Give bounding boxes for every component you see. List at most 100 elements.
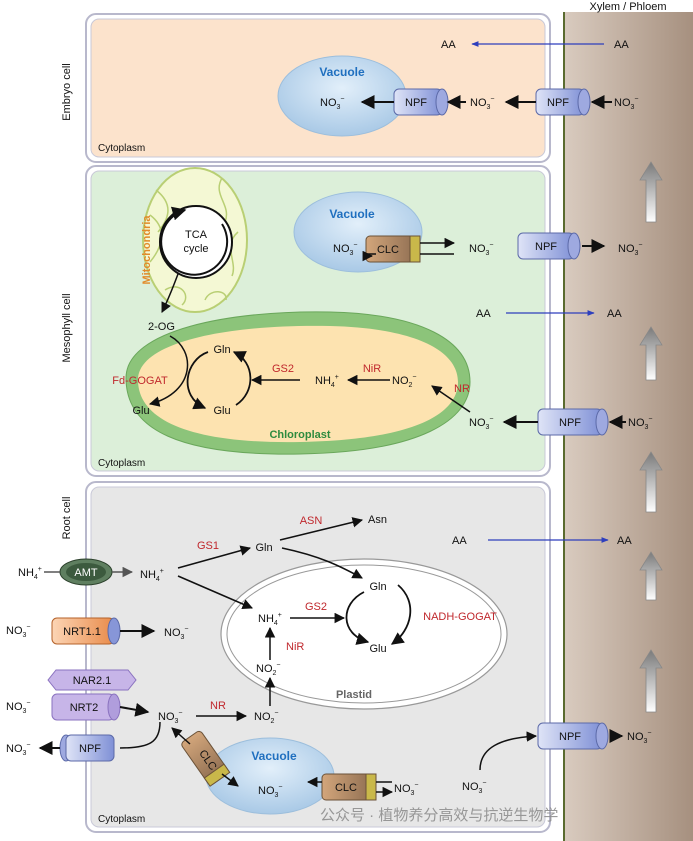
mesophyll-cell-label: Mesophyll cell	[61, 293, 73, 362]
embryo-cyt-no3: NO3−	[470, 96, 495, 111]
og-label: 2-OG	[148, 321, 175, 333]
tca-label-line2: cycle	[183, 243, 208, 255]
embryo-vacuole-label: Vacuole	[319, 65, 365, 79]
svg-text:NO3−: NO3−	[614, 96, 639, 111]
svg-text:NO2−: NO2−	[256, 662, 281, 677]
svg-text:NO3−: NO3−	[627, 730, 652, 745]
xylem-phloem-label: Xylem / Phloem	[589, 1, 666, 13]
watermark: 公众号 · 植物养分高效与抗逆生物学	[320, 807, 558, 824]
amt-label: AMT	[74, 567, 98, 579]
npf-root-efflux-label: NPF	[79, 743, 101, 755]
root-no3-nrt11: NO3−	[164, 626, 189, 641]
npf-mesophyll-top-label: NPF	[535, 241, 557, 253]
embryo-aa-vessel: AA	[614, 39, 629, 51]
nrt2-uptake-arrow	[119, 702, 150, 717]
soil-nh4: NH4+	[18, 566, 42, 581]
clc-root-horizontal	[321, 773, 377, 801]
gs2-chloro-label: GS2	[272, 363, 294, 375]
plastid	[220, 558, 508, 710]
svg-text:NH4+: NH4+	[258, 612, 282, 627]
nr-root-label: NR	[210, 700, 226, 712]
root-cell-label: Root cell	[61, 497, 73, 540]
svg-text:NO3−: NO3−	[333, 242, 358, 257]
fd-gogat-label: Fd-GOGAT	[112, 375, 168, 387]
plastid-no2: NO2−	[256, 662, 281, 677]
plastid-cycle-right-arrow	[390, 584, 412, 645]
chloro-cycle-left-arrow	[186, 351, 209, 410]
svg-text:NO3−: NO3−	[394, 782, 419, 797]
nar21-label: NAR2.1	[73, 675, 112, 687]
no3-to-no2-arrow	[431, 385, 471, 413]
amt-transporter	[59, 558, 113, 586]
chloro-nh4: NH4+	[315, 374, 339, 389]
nh4-to-gln-gs1-arrow	[177, 545, 252, 569]
svg-text:NO3−: NO3−	[628, 416, 653, 431]
mesophyll-vessel-no3-bottom: NO3−	[628, 416, 653, 431]
svg-text:NO3−: NO3−	[164, 626, 189, 641]
plastid-gln: Gln	[369, 581, 386, 593]
gs2-root-label: GS2	[305, 601, 327, 613]
clc-horizontal-no3: NO3−	[394, 782, 419, 797]
plastid-cycle-left-arrow	[345, 591, 370, 645]
npf-embryo-vacuole	[393, 88, 449, 116]
gs1-label: GS1	[197, 540, 219, 552]
root-cyt-to-npf-vessel-curve	[479, 731, 538, 771]
chloroplast-label: Chloroplast	[269, 429, 330, 441]
chloro-glu-left: Glu	[132, 405, 149, 417]
clc-mesophyll	[365, 235, 421, 263]
svg-text:NO3−: NO3−	[158, 710, 183, 725]
root-cyt-no3-lower: NO3−	[462, 780, 487, 795]
svg-text:NH4+: NH4+	[315, 374, 339, 389]
plastid-nh4: NH4+	[258, 612, 282, 627]
tca-cycle-arrow	[160, 206, 229, 276]
plastid-glu: Glu	[369, 643, 386, 655]
svg-text:NO3−: NO3−	[469, 416, 494, 431]
embryo-cell-label: Embryo cell	[61, 63, 73, 120]
svg-text:NO3−: NO3−	[470, 96, 495, 111]
nrt11-label: NRT1.1	[63, 626, 101, 638]
nh4-to-plastid-arrow	[177, 575, 253, 610]
mesophyll-aa-vessel: AA	[607, 308, 622, 320]
embryo-vessel-no3: NO3−	[614, 96, 639, 111]
soil-no3-nrt2: NO3−	[6, 700, 31, 715]
soil-no3-nrt11: NO3−	[6, 624, 31, 639]
nir-chloro-label: NiR	[363, 363, 381, 375]
tca-label-line1: TCA	[185, 229, 208, 241]
watermark-text: 公众号 · 植物养分高效与抗逆生物学	[320, 807, 558, 824]
mesophyll-vac-no3: NO3−	[333, 242, 358, 257]
svg-text:NO2−: NO2−	[392, 374, 417, 389]
clc-root-to-vac-arrow	[221, 773, 239, 787]
mitochondria-label: Mitochondria	[141, 215, 153, 285]
npf-root-efflux	[59, 734, 115, 762]
asn-enzyme-label: ASN	[300, 515, 323, 527]
nar21-transporter	[47, 669, 137, 691]
clc-mesophyll-label: CLC	[377, 244, 399, 256]
nadh-gogat-label: NADH-GOGAT	[423, 611, 497, 623]
root-no2-cytoplasm: NO2−	[254, 710, 279, 725]
nr-mesophyll-label: NR	[454, 383, 470, 395]
svg-text:NO2−: NO2−	[254, 710, 279, 725]
plastid-label: Plastid	[336, 689, 372, 701]
chloro-gln: Gln	[213, 344, 230, 356]
root-vessel-no3: NO3−	[627, 730, 652, 745]
mesophyll-vessel-no3-top: NO3−	[618, 242, 643, 257]
nrt2-label: NRT2	[70, 702, 99, 714]
npf-mesophyll-bottom	[537, 408, 609, 436]
svg-text:NO3−: NO3−	[469, 242, 494, 257]
root-gln: Gln	[255, 542, 272, 554]
root-no3-to-npf-efflux-curve	[119, 721, 161, 749]
mesophyll-cytoplasm-label: Cytoplasm	[98, 458, 145, 469]
svg-text:NO3−: NO3−	[6, 700, 31, 715]
nir-root-label: NiR	[286, 641, 304, 653]
2og-to-glu-arrow	[148, 335, 189, 407]
mesophyll-cyt-no3-top: NO3−	[469, 242, 494, 257]
clc-root-to-cyt-arrow	[171, 727, 191, 745]
svg-text:NO3−: NO3−	[6, 624, 31, 639]
svg-text:NH4+: NH4+	[18, 566, 42, 581]
asn-label: Asn	[368, 514, 387, 526]
clc-root-angled	[181, 730, 231, 787]
root-aa-vessel: AA	[617, 535, 632, 547]
chloroplast	[125, 311, 471, 455]
mesophyll-aa-inside: AA	[476, 308, 491, 320]
